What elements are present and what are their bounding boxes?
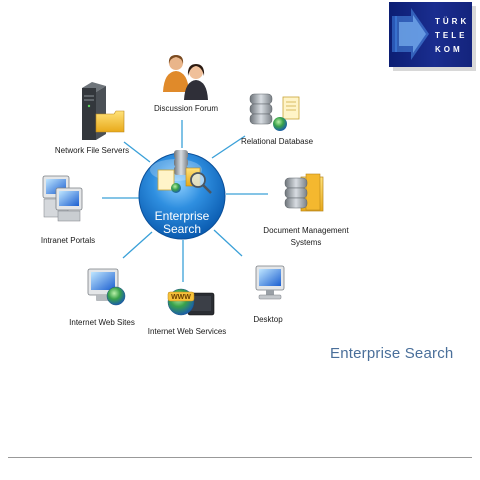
turk-telekom-logo: TÜRK TELE KOM [389,2,472,67]
spoke-internet-web-sites [122,231,153,259]
file-cabinet-icon [284,173,324,212]
label-internet-web-sites: Internet Web Sites [69,318,135,327]
label-internet-web-services: Internet Web Services [148,327,227,336]
node-document-management: Document Management Systems [263,173,349,247]
node-internet-web-sites: Internet Web Sites [69,268,135,327]
logo-box: TÜRK TELE KOM [389,2,472,67]
center-label-line2: Search [163,222,201,236]
monitor-icon [255,265,285,300]
label-relational-database: Relational Database [241,137,314,146]
logo-text-line2: TELE [435,31,468,40]
node-internet-web-services: WWW Internet Web Services [148,288,227,336]
footer-divider [8,457,472,458]
www-globe-icon: WWW [167,288,215,316]
svg-text:WWW: WWW [171,294,191,301]
label-desktop: Desktop [253,315,283,324]
footer-title: Enterprise Search [330,345,454,362]
search-magnifier-icon [157,150,212,194]
label-discussion-forum: Discussion Forum [154,104,218,113]
logo-emblem-icon [392,8,429,60]
people-icon [163,55,208,100]
spoke-relational-database [211,135,246,159]
node-desktop: Desktop [253,265,285,324]
server-icon [82,82,125,140]
database-icon [249,93,300,131]
center-hub: Enterprise Search [138,150,226,240]
node-relational-database: Relational Database [241,93,314,146]
logo-text-line3: KOM [435,45,463,54]
spoke-network-file-servers [123,141,151,163]
node-network-file-servers: Network File Servers [55,82,129,155]
globe-monitor-icon [87,268,126,306]
center-label-line1: Enterprise [155,209,210,223]
dual-monitor-icon [42,175,83,222]
label-intranet-portals: Intranet Portals [41,236,95,245]
label-network-file-servers: Network File Servers [55,146,129,155]
spoke-desktop [213,229,243,257]
label-document-management-line2: Systems [291,238,322,247]
logo-text-line1: TÜRK [435,17,470,26]
node-intranet-portals: Intranet Portals [41,175,95,245]
label-document-management-line1: Document Management [263,226,349,235]
spokes [102,120,268,282]
node-discussion-forum: Discussion Forum [154,55,218,113]
